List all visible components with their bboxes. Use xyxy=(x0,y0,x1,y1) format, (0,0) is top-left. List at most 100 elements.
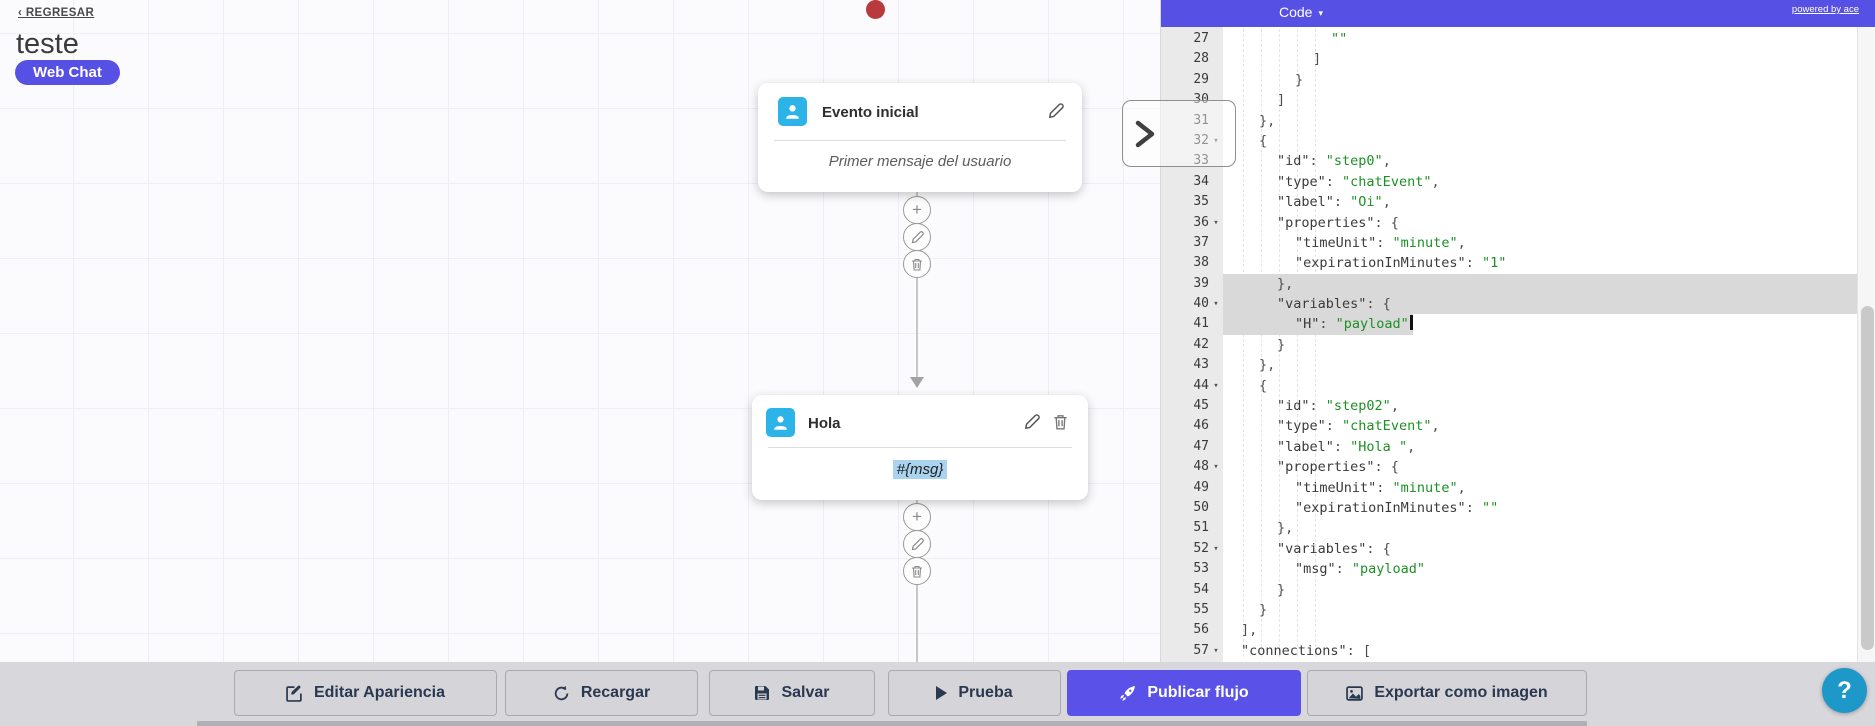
code-text[interactable]: { xyxy=(1223,131,1857,151)
edit-connection-button[interactable] xyxy=(903,223,931,251)
code-line[interactable]: 28] xyxy=(1161,49,1875,70)
code-line[interactable]: 32▾{ xyxy=(1161,130,1875,152)
variable-chip[interactable]: #{msg} xyxy=(892,460,948,479)
code-text[interactable]: "timeUnit": "minute", xyxy=(1223,478,1857,498)
line-number[interactable]: 31 xyxy=(1161,110,1209,131)
line-number[interactable]: 39 xyxy=(1161,273,1209,295)
code-line[interactable]: 53"msg": "payload" xyxy=(1161,559,1875,580)
line-number[interactable]: 45 xyxy=(1161,396,1209,417)
line-number[interactable]: 29 xyxy=(1161,69,1209,91)
line-number[interactable]: 43 xyxy=(1161,355,1209,376)
code-text[interactable]: "id": "step02", xyxy=(1223,396,1857,416)
code-line[interactable]: 37 "timeUnit": "minute", xyxy=(1161,232,1875,254)
node-evento-inicial[interactable]: Evento inicial Primer mensaje del usuari… xyxy=(758,83,1082,192)
line-number[interactable]: 48 xyxy=(1161,457,1209,478)
code-text[interactable]: "variables": { xyxy=(1223,539,1857,559)
line-number[interactable]: 54 xyxy=(1161,579,1209,600)
code-line[interactable]: 27 "" xyxy=(1161,29,1875,50)
powered-by-ace-link[interactable]: powered by ace xyxy=(1791,4,1859,15)
line-number[interactable]: 32 xyxy=(1161,130,1209,152)
code-text[interactable]: "expirationInMinutes": "" xyxy=(1223,498,1857,518)
code-text[interactable]: "type": "chatEvent", xyxy=(1223,416,1857,436)
code-line[interactable]: 31}, xyxy=(1161,110,1875,131)
line-number[interactable]: 40 xyxy=(1161,294,1209,315)
code-line[interactable]: 55} xyxy=(1161,599,1875,621)
line-number[interactable]: 44 xyxy=(1161,375,1209,397)
code-line[interactable]: 54} xyxy=(1161,579,1875,600)
fold-toggle-icon[interactable]: ▾ xyxy=(1209,212,1223,233)
horizontal-scrollbar[interactable] xyxy=(197,721,1587,726)
code-line[interactable]: 46"type": "chatEvent", xyxy=(1161,416,1875,437)
code-text[interactable]: }, xyxy=(1223,355,1857,375)
fold-toggle-icon[interactable]: ▾ xyxy=(1209,375,1223,397)
code-line[interactable]: 38 "expirationInMinutes": "1" xyxy=(1161,253,1875,274)
delete-connection-button[interactable] xyxy=(903,557,931,585)
code-text[interactable]: "label": "Hola ", xyxy=(1223,437,1857,457)
save-button[interactable]: Salvar xyxy=(709,670,875,716)
code-text[interactable]: } xyxy=(1223,600,1857,620)
code-text[interactable]: }, xyxy=(1223,273,1857,295)
code-line[interactable]: 40▾"variables": { xyxy=(1161,294,1875,315)
publish-flow-button[interactable]: Publicar flujo xyxy=(1067,670,1301,716)
delete-connection-button[interactable] xyxy=(903,250,931,278)
fold-toggle-icon[interactable]: ▾ xyxy=(1209,130,1223,152)
code-text[interactable]: "variables": { xyxy=(1223,294,1857,315)
line-number[interactable]: 49 xyxy=(1161,477,1209,498)
fold-toggle-icon[interactable]: ▾ xyxy=(1209,538,1223,560)
line-number[interactable]: 34 xyxy=(1161,171,1209,193)
code-text[interactable]: "connections": [ xyxy=(1223,641,1857,661)
code-line[interactable]: 43}, xyxy=(1161,355,1875,376)
code-text[interactable]: "timeUnit": "minute", xyxy=(1223,233,1857,253)
fold-toggle-icon[interactable]: ▾ xyxy=(1209,457,1223,478)
code-text[interactable]: "" xyxy=(1223,29,1857,49)
code-line[interactable]: 42} xyxy=(1161,334,1875,356)
line-number[interactable]: 37 xyxy=(1161,232,1209,254)
code-text[interactable]: "properties": { xyxy=(1223,213,1857,233)
edit-node-button[interactable] xyxy=(1048,103,1064,124)
help-button[interactable]: ? xyxy=(1822,668,1867,713)
code-line[interactable]: 45 "id": "step02", xyxy=(1161,396,1875,417)
code-text[interactable]: "properties": { xyxy=(1223,457,1857,477)
code-line[interactable]: 51}, xyxy=(1161,518,1875,539)
code-line[interactable]: 56], xyxy=(1161,620,1875,641)
code-line[interactable]: 35"label": "Oi", xyxy=(1161,192,1875,213)
code-text[interactable]: "H": "payload" xyxy=(1223,314,1857,335)
line-number[interactable]: 27 xyxy=(1161,29,1209,50)
code-text[interactable]: } xyxy=(1223,580,1857,600)
code-text[interactable]: }, xyxy=(1223,518,1857,538)
add-step-button[interactable]: + xyxy=(903,503,931,531)
line-number[interactable]: 52 xyxy=(1161,538,1209,560)
code-line[interactable]: 48▾"properties": { xyxy=(1161,457,1875,478)
code-text[interactable]: }, xyxy=(1223,111,1857,131)
line-number[interactable]: 35 xyxy=(1161,192,1209,213)
code-line[interactable]: 52▾"variables": { xyxy=(1161,538,1875,560)
fold-toggle-icon[interactable]: ▾ xyxy=(1209,640,1223,662)
code-line[interactable]: 47"label": "Hola ", xyxy=(1161,436,1875,458)
line-number[interactable]: 55 xyxy=(1161,599,1209,621)
code-text[interactable]: ] xyxy=(1223,49,1857,69)
code-text[interactable]: } xyxy=(1223,335,1857,355)
code-text[interactable]: "id": "step0", xyxy=(1223,151,1857,171)
line-number[interactable]: 36 xyxy=(1161,212,1209,233)
code-text[interactable]: } xyxy=(1223,70,1857,90)
editor-mode-dropdown[interactable]: Code ▾ xyxy=(1279,4,1323,20)
edit-appearance-button[interactable]: Editar Apariencia xyxy=(234,670,497,716)
code-editor-panel[interactable]: Code ▾ powered by ace 27""28]29}30]31},3… xyxy=(1160,0,1875,726)
code-line[interactable]: 33"id": "step0", xyxy=(1161,151,1875,172)
code-text[interactable]: ], xyxy=(1223,620,1857,640)
code-line[interactable]: 36▾"properties": { xyxy=(1161,212,1875,233)
code-text[interactable]: "expirationInMinutes": "1" xyxy=(1223,253,1857,273)
code-lines[interactable]: 27""28]29}30]31},32▾{33"id": "step0",34"… xyxy=(1161,29,1875,682)
edit-connection-button[interactable] xyxy=(903,530,931,558)
editor-scrollbar-thumb[interactable] xyxy=(1861,306,1874,650)
code-line[interactable]: 39}, xyxy=(1161,273,1875,295)
line-number[interactable]: 51 xyxy=(1161,518,1209,539)
add-step-button[interactable]: + xyxy=(903,196,931,224)
code-text[interactable]: "type": "chatEvent", xyxy=(1223,172,1857,192)
test-button[interactable]: Prueba xyxy=(888,670,1061,716)
code-line[interactable]: 34 "type": "chatEvent", xyxy=(1161,171,1875,193)
code-line[interactable]: 30] xyxy=(1161,90,1875,111)
code-line[interactable]: 44▾{ xyxy=(1161,375,1875,397)
line-number[interactable]: 38 xyxy=(1161,253,1209,274)
line-number[interactable]: 56 xyxy=(1161,620,1209,641)
